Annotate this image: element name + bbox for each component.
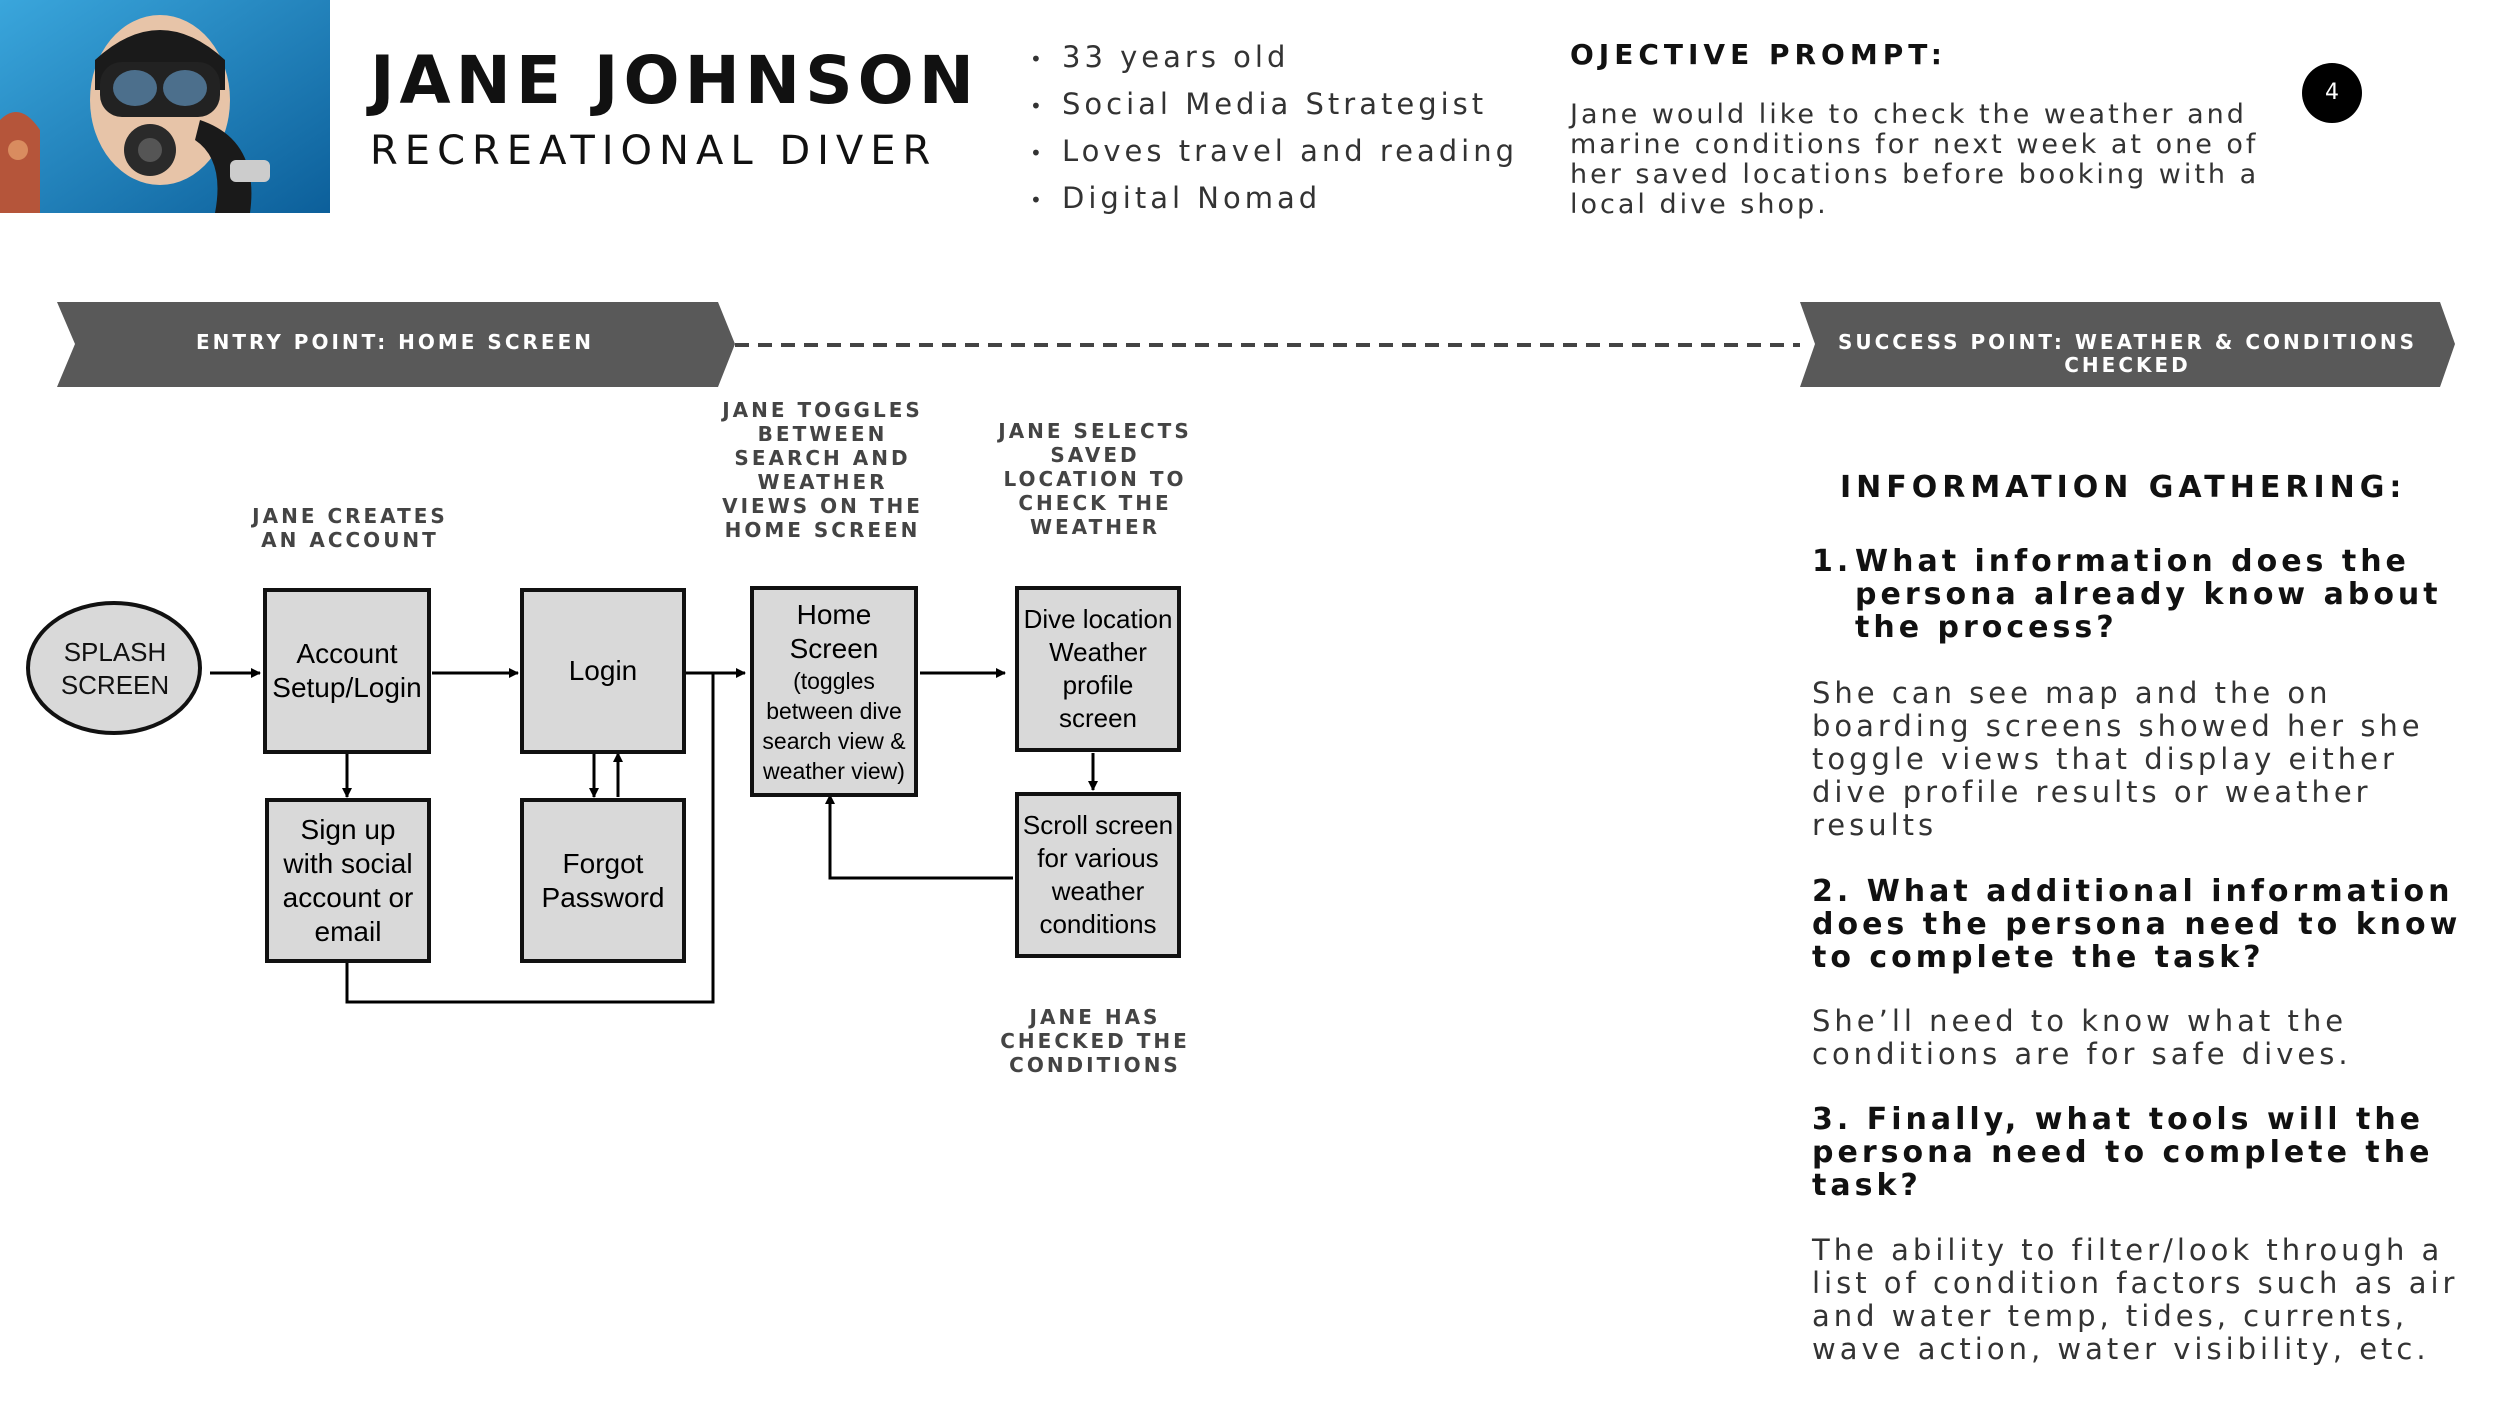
objective-text: Jane would like to check the weather and…: [1570, 99, 2260, 220]
node-line: SPLASH: [63, 637, 167, 667]
node-line: conditions: [1039, 909, 1157, 939]
question-1: What information does the persona alread…: [1855, 544, 2442, 645]
answer-2: She’ll need to know what the conditions …: [1812, 1004, 2352, 1071]
scroll-screen-node: Scroll screen for various weather condit…: [1015, 792, 1181, 958]
question-1-number: 1.: [1812, 544, 1853, 579]
answer-3: The ability to filter/look through a lis…: [1812, 1233, 2459, 1366]
label-line: SEARCH AND: [734, 446, 911, 470]
entry-banner-label: ENTRY POINT: HOME SCREEN: [196, 330, 594, 354]
node-line: screen: [1058, 703, 1138, 733]
node-line: Scroll screen: [1022, 810, 1174, 840]
label-line: CHECKED THE: [1000, 1029, 1190, 1053]
page-number-badge: 4: [2302, 63, 2362, 123]
dive-location-node: Dive location Weather profile screen: [1015, 586, 1181, 752]
arrow-scroll-home: [825, 794, 1013, 880]
fact-item: Digital Nomad: [1030, 181, 1518, 228]
label-line: BETWEEN: [757, 422, 888, 446]
sign-up-node: Sign up with social account or email: [265, 798, 431, 963]
info-gathering-title: INFORMATION GATHERING:: [1840, 470, 2407, 505]
label-line: JANE HAS: [1029, 1005, 1161, 1029]
label-line: AN ACCOUNT: [261, 528, 439, 552]
node-line: weather: [1051, 876, 1145, 906]
answer-1: She can see map and the on boarding scre…: [1812, 676, 2424, 842]
label-line: LOCATION TO: [1003, 467, 1187, 491]
fact-item: Social Media Strategist: [1030, 87, 1518, 134]
flow-arrows: [210, 668, 1098, 1004]
login-node: Login: [520, 588, 686, 754]
label-line: JANE CREATES: [252, 504, 448, 528]
node-line: SCREEN: [60, 670, 170, 700]
success-banner: [1800, 302, 2455, 387]
splash-screen-node: [26, 601, 202, 735]
node-line: email: [314, 915, 382, 947]
node-line: Screen: [789, 632, 879, 664]
signup-return-line: [345, 673, 715, 1004]
fact-item: Loves travel and reading: [1030, 134, 1518, 181]
label-line: VIEWS ON THE: [722, 494, 923, 518]
node-line: Login: [568, 655, 638, 686]
label-creates-account: JANE CREATES AN ACCOUNT: [220, 504, 480, 552]
label-line: HOME SCREEN: [724, 518, 921, 542]
node-line: for various: [1037, 843, 1159, 873]
node-line: (toggles: [793, 667, 875, 694]
label-toggles-views: JANE TOGGLES BETWEEN SEARCH AND WEATHER …: [700, 398, 945, 542]
label-line: SAVED: [1050, 443, 1140, 467]
account-setup-node: Account Setup/Login: [263, 588, 431, 754]
question-3: 3. Finally, what tools will the persona …: [1812, 1102, 2434, 1203]
success-banner-label-line1: SUCCESS POINT: WEATHER & CONDITIONS: [1837, 330, 2418, 354]
label-selects-location: JANE SELECTS SAVED LOCATION TO CHECK THE…: [975, 419, 1215, 539]
fact-item: 33 years old: [1030, 40, 1518, 87]
objective-title: OJECTIVE PROMPT:: [1570, 38, 1947, 71]
node-line: Home: [796, 598, 872, 630]
entry-banner: [57, 302, 735, 387]
node-line: Dive location: [1023, 604, 1173, 634]
persona-photo: [0, 0, 330, 213]
forgot-password-node: Forgot Password: [520, 798, 686, 963]
persona-role: RECREATIONAL DIVER: [370, 128, 938, 174]
persona-facts: 33 years old Social Media Strategist Lov…: [1030, 40, 1518, 228]
node-line: Forgot: [562, 847, 644, 879]
label-line: WEATHER: [757, 470, 888, 494]
node-line: Password: [541, 881, 665, 913]
node-line: Setup/Login: [272, 672, 422, 703]
home-screen-node: Home Screen (toggles between dive search…: [750, 586, 918, 797]
node-line: search view &: [762, 727, 906, 754]
label-line: JANE TOGGLES: [722, 398, 923, 422]
node-line: with social: [283, 847, 413, 879]
node-line: Account: [296, 638, 398, 669]
node-line: between dive: [766, 697, 902, 724]
label-line: CHECK THE: [1018, 491, 1172, 515]
label-line: WEATHER: [1029, 515, 1161, 539]
label-checked-conditions: JANE HAS CHECKED THE CONDITIONS: [975, 1005, 1215, 1077]
question-2: 2. What additional information does the …: [1812, 874, 2462, 975]
label-line: CONDITIONS: [1009, 1053, 1181, 1077]
label-line: JANE SELECTS: [998, 419, 1192, 443]
persona-name: JANE JOHNSON: [370, 42, 979, 119]
node-line: profile: [1062, 670, 1134, 700]
node-line: account or: [282, 881, 414, 913]
splash-screen-label: SPLASH SCREEN: [30, 636, 200, 702]
node-line: weather view): [763, 757, 905, 784]
node-line: Sign up: [300, 813, 396, 845]
success-banner-label-line2: CHECKED: [2064, 353, 2191, 377]
node-line: Weather: [1049, 637, 1147, 667]
